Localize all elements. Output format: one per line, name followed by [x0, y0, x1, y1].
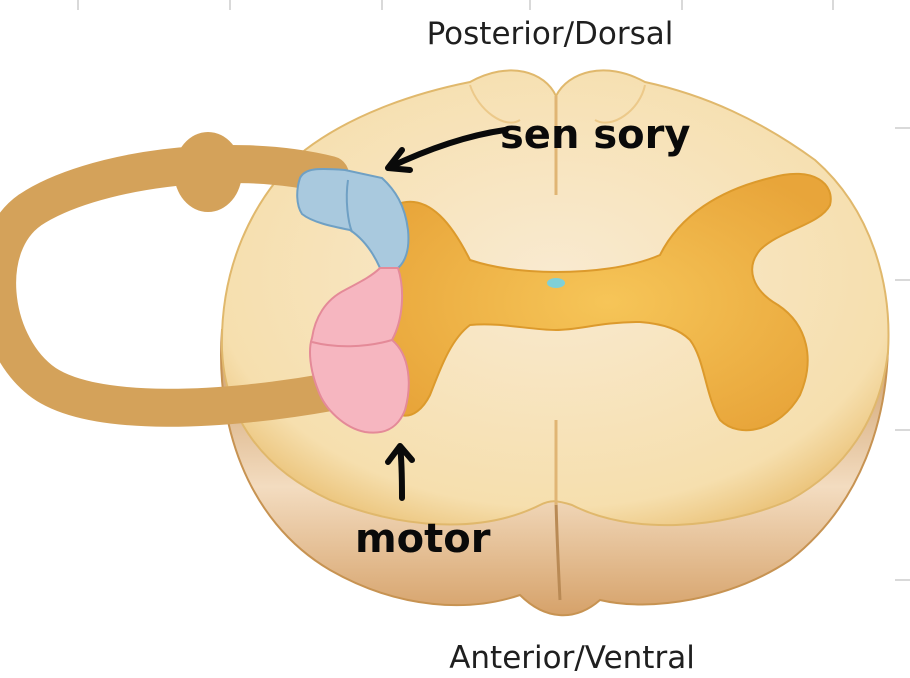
dorsal-intermediate-sulcus-left — [469, 84, 521, 124]
motor-annotation: motor — [355, 516, 491, 562]
sensory-annotation: sen sory — [500, 112, 690, 158]
background-ticks — [77, 0, 910, 581]
dorsal-intermediate-sulcus-right — [594, 84, 646, 124]
spinal-nerve — [0, 132, 349, 427]
anterior-ventral-label: Anterior/Ventral — [449, 640, 695, 676]
grey-matter — [383, 172, 832, 432]
dorsal-root-ganglion — [174, 132, 242, 212]
sensory-arrow — [385, 127, 508, 173]
ventral-root — [309, 267, 410, 434]
motor-arrow — [385, 443, 415, 501]
posterior-dorsal-label: Posterior/Dorsal — [427, 16, 674, 52]
central-canal — [547, 278, 565, 288]
